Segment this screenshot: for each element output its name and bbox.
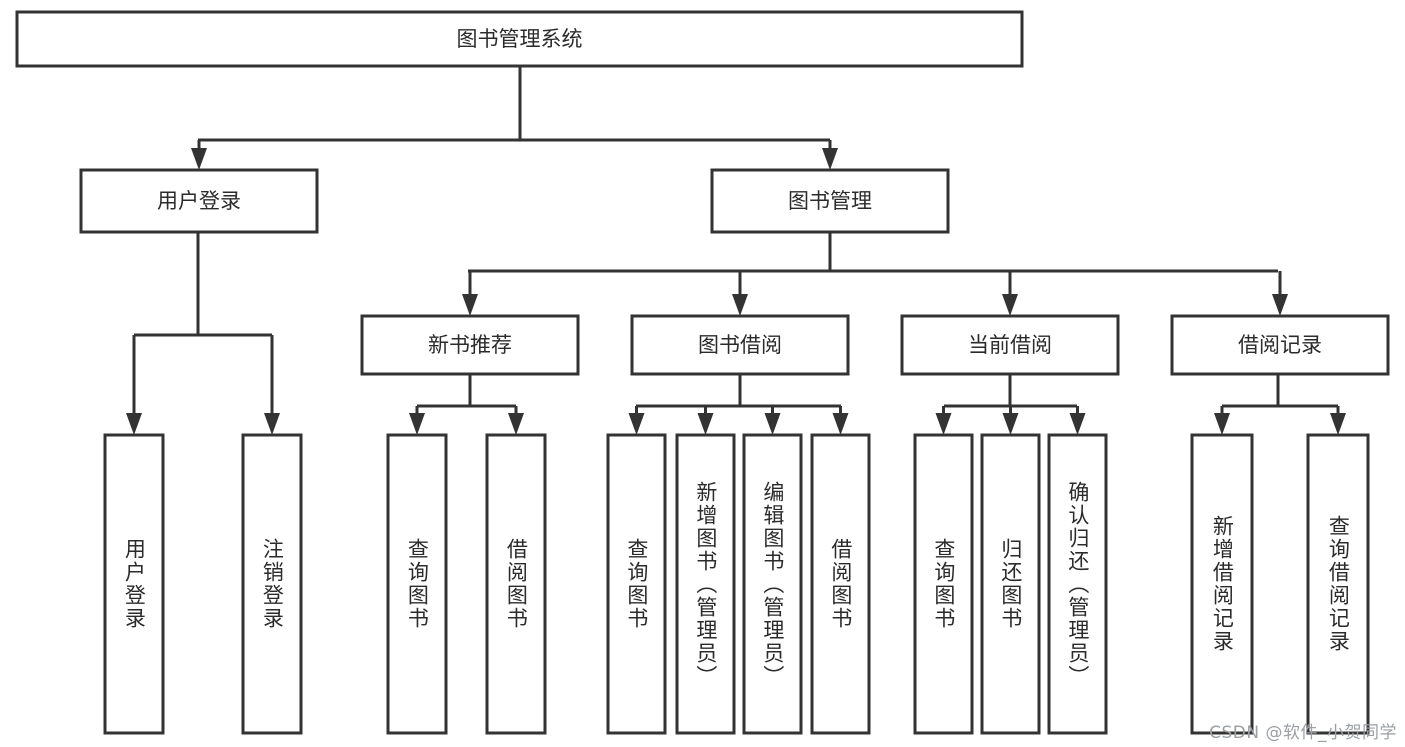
- node-label: 新书推荐: [428, 333, 512, 357]
- arrow-head-icon: [628, 413, 645, 435]
- node-leaf-query-book-recommend[interactable]: [386, 433, 448, 735]
- arrow-head-icon: [1272, 294, 1288, 316]
- arrow-head-icon: [832, 413, 849, 435]
- node-leaf-query-record[interactable]: [1306, 433, 1370, 735]
- node-leaf-confirm-return[interactable]: [1047, 433, 1108, 735]
- node-box[interactable]: [1306, 433, 1370, 735]
- node-box[interactable]: [913, 433, 974, 735]
- node-book-borrow[interactable]: [630, 314, 850, 376]
- node-label: 借阅记录: [1238, 333, 1322, 357]
- node-box[interactable]: [79, 168, 319, 234]
- node-leaf-borrow-book-recommend[interactable]: [485, 433, 547, 735]
- node-leaf-add-book[interactable]: [675, 433, 736, 735]
- arrow-head-icon: [1002, 413, 1019, 435]
- node-box[interactable]: [606, 433, 667, 735]
- arrow-head-icon: [1214, 413, 1230, 435]
- node-leaf-edit-book[interactable]: [742, 433, 803, 735]
- node-leaf-add-record[interactable]: [1190, 433, 1254, 735]
- connector-layer: [126, 66, 1346, 435]
- node-label: 图书借阅: [698, 333, 782, 357]
- node-box[interactable]: [742, 433, 803, 735]
- node-box[interactable]: [241, 433, 303, 735]
- node-box[interactable]: [630, 314, 850, 376]
- node-user-login[interactable]: [79, 168, 319, 234]
- node-borrow-records[interactable]: [1170, 314, 1390, 376]
- arrow-head-icon: [409, 413, 425, 435]
- node-new-book-recommend[interactable]: [360, 314, 580, 376]
- node-box[interactable]: [386, 433, 448, 735]
- node-leaf-user-login[interactable]: [103, 433, 165, 735]
- node-box[interactable]: [710, 168, 950, 234]
- node-box[interactable]: [980, 433, 1041, 735]
- watermark-text: CSDN @软件_小贺同学: [1209, 723, 1397, 743]
- node-leaf-query-book-borrow[interactable]: [606, 433, 667, 735]
- arrow-head-icon: [732, 294, 748, 316]
- node-label: 当前借阅: [968, 333, 1052, 357]
- arrow-head-icon: [1002, 294, 1018, 316]
- node-box[interactable]: [1190, 433, 1254, 735]
- arrow-head-icon: [126, 413, 142, 435]
- node-leaf-borrow-book[interactable]: [810, 433, 871, 735]
- arrow-head-icon: [1069, 413, 1086, 435]
- arrow-head-icon: [1330, 413, 1346, 435]
- node-root[interactable]: [15, 10, 1024, 68]
- node-box[interactable]: [103, 433, 165, 735]
- node-book-management[interactable]: [710, 168, 950, 234]
- node-leaf-return-book[interactable]: [980, 433, 1041, 735]
- node-box[interactable]: [15, 10, 1024, 68]
- node-box[interactable]: [360, 314, 580, 376]
- node-box[interactable]: [810, 433, 871, 735]
- arrow-head-icon: [508, 413, 524, 435]
- arrow-head-icon: [822, 148, 838, 170]
- arrow-head-icon: [462, 294, 478, 316]
- node-box[interactable]: [675, 433, 736, 735]
- node-box[interactable]: [900, 314, 1120, 376]
- arrow-head-icon: [191, 148, 207, 170]
- arrow-head-icon: [264, 413, 280, 435]
- node-label: 图书管理: [788, 189, 872, 213]
- node-box[interactable]: [485, 433, 547, 735]
- node-current-borrow[interactable]: [900, 314, 1120, 376]
- arrow-head-icon: [764, 413, 781, 435]
- node-label: 用户登录: [157, 189, 241, 213]
- arrow-head-icon: [697, 413, 714, 435]
- node-label: 图书管理系统: [457, 27, 583, 51]
- node-box-layer: [15, 10, 1390, 735]
- node-leaf-query-book-current[interactable]: [913, 433, 974, 735]
- node-box[interactable]: [1170, 314, 1390, 376]
- node-box[interactable]: [1047, 433, 1108, 735]
- node-leaf-logout[interactable]: [241, 433, 303, 735]
- arrow-head-icon: [935, 413, 952, 435]
